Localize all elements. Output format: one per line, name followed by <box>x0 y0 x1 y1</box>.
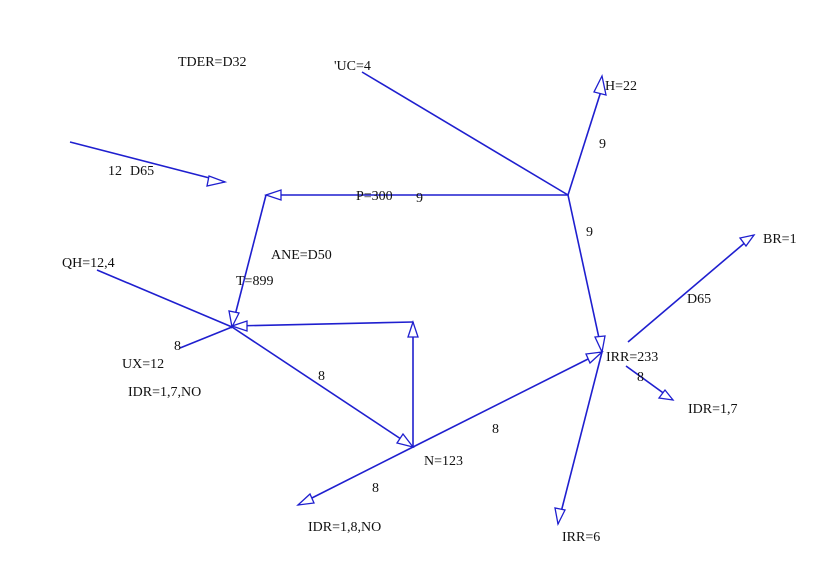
label-d65-left: D65 <box>130 164 154 179</box>
edge-d65-left <box>69 141 226 183</box>
arrowhead-n <box>395 432 415 449</box>
edge-p-t <box>231 194 267 328</box>
label-p: P=300 <box>356 189 393 204</box>
arrowhead-idr-right <box>657 388 675 401</box>
label-t: T=899 <box>236 274 273 289</box>
arrowhead-irr233 <box>585 351 604 365</box>
arrowhead-h <box>593 74 607 96</box>
edge-hub-irr233 <box>567 194 603 353</box>
edge-ux-node <box>179 326 233 349</box>
label-br: BR=1 <box>763 232 797 247</box>
label-idr-left: IDR=1,7,NO <box>128 385 201 400</box>
arrowhead-t <box>228 310 240 330</box>
label-uc: 'UC=4 <box>334 59 371 74</box>
label-9-p: 9 <box>416 191 423 206</box>
label-ane: ANE=D50 <box>271 248 332 263</box>
arrowhead-idr-bottom <box>296 492 315 506</box>
edge-irr233-br <box>627 234 755 343</box>
arrowhead-p <box>263 189 282 201</box>
label-irr6: IRR=6 <box>562 530 600 545</box>
edge-n-idr-bottom <box>297 446 414 506</box>
label-8-low: 8 <box>372 481 379 496</box>
label-n: N=123 <box>424 454 463 469</box>
label-8-diag: 8 <box>318 369 325 384</box>
edge-hub-h <box>567 87 603 196</box>
edge-node-n <box>231 326 414 448</box>
arrowhead-br <box>738 234 756 248</box>
edge-irr233-irr6 <box>557 351 603 525</box>
label-idr-bottom: IDR=1,8,NO <box>308 520 381 535</box>
arrowhead-irr233-top <box>594 335 606 355</box>
label-9-top: 9 <box>599 137 606 152</box>
label-ux: UX=12 <box>122 357 164 372</box>
label-qh: QH=12,4 <box>62 256 115 271</box>
label-8-mid: 8 <box>492 422 499 437</box>
label-h: H=22 <box>605 79 637 94</box>
arrowhead-node-left <box>229 320 248 332</box>
label-12: 12 <box>108 164 122 179</box>
arrowhead-irr6 <box>554 507 566 527</box>
label-9-mid: 9 <box>586 225 593 240</box>
label-8-right: 8 <box>637 370 644 385</box>
edge-n-irr233 <box>412 351 603 448</box>
edge-uc-hub <box>361 71 569 196</box>
label-8-ux: 8 <box>174 339 181 354</box>
label-d65-right: D65 <box>687 292 711 307</box>
label-idr-right: IDR=1,7 <box>688 402 738 417</box>
edge-qh-node <box>96 269 233 328</box>
arrowhead-up <box>407 319 419 338</box>
arrowhead-d65-left <box>206 175 228 187</box>
edge-top-node <box>231 321 414 327</box>
label-irr233: IRR=233 <box>606 350 658 365</box>
label-tder: TDER=D32 <box>178 55 247 70</box>
